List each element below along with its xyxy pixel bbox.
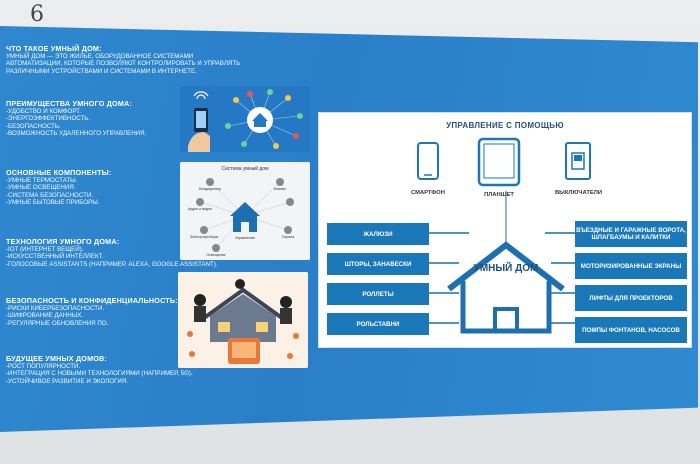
- section-title: ЧТО ТАКОЕ УМНЫЙ ДОМ:: [6, 44, 102, 53]
- section-title: БЕЗОПАСНОСТЬ И КОНФИДЕНЦИАЛЬНОСТЬ:: [6, 296, 178, 305]
- left-item-curtains: ШТОРЫ, ЗАНАВЕСКИ: [327, 253, 429, 275]
- device-smartphone: СМАРТФОН: [411, 141, 445, 196]
- components-label: Освещение: [206, 253, 225, 257]
- left-item-blinds: ЖАЛЮЗИ: [327, 223, 429, 245]
- device-tablet: ПЛАНШЕТ: [476, 137, 522, 198]
- section-line: -ВОЗМОЖНОСТЬ УДАЛЕННОГО УПРАВЛЕНИЯ.: [6, 130, 147, 138]
- smart-home-security-illustration: [178, 272, 308, 368]
- section-line: -РИСКИ КИБЕРБЕЗОПАСНОСТИ.: [6, 305, 105, 312]
- section-line: УМНЫЙ ДОМ — ЭТО ЖИЛЬЕ, ОБОРУДОВАННОЕ СИС…: [6, 53, 194, 60]
- tablet-icon: [477, 137, 521, 187]
- components-label: Охрана: [282, 235, 295, 239]
- device-label: СМАРТФОН: [411, 190, 445, 196]
- section-line: -СИСТЕМА БЕЗОПАСНОСТИ.: [6, 191, 94, 199]
- section-line: -РОСТ ПОПУЛЯРНОСТИ.: [6, 363, 81, 370]
- house-label: УМНЫЙ ДОМ: [473, 263, 539, 274]
- section-line: -ИНТЕГРАЦИЯ С НОВЫМИ ТЕХНОЛОГИЯМИ (НАПРИ…: [6, 370, 193, 378]
- section-line: -РЕГУЛЯРНЫЕ ОБНОВЛЕНИЯ ПО.: [6, 319, 109, 327]
- smart-home-network-illustration: [180, 86, 310, 152]
- section-title: ТЕХНОЛОГИЯ УМНОГО ДОМА:: [6, 237, 120, 246]
- smart-house-outline-icon: [429, 191, 575, 334]
- right-item-screens: МОТОРИЗИРОВАННЫЕ ЭКРАНЫ: [575, 253, 687, 279]
- section-title: БУДУЩЕЕ УМНЫХ ДОМОВ:: [6, 354, 108, 363]
- components-label: Управление: [235, 236, 255, 240]
- section-line: -УМНЫЕ БЫТОВЫЕ ПРИБОРЫ.: [6, 199, 100, 207]
- components-label: Электроприборы: [190, 235, 219, 239]
- device-label: ВЫКЛЮЧАТЕЛИ: [555, 190, 602, 196]
- section-line: -ЭНЕРГОЭФФЕКТИВНОСТЬ.: [6, 115, 91, 123]
- section-line: -ШИФРОВАНИЕ ДАННЫХ.: [6, 312, 84, 320]
- right-item-pumps: ПОМПЫ ФОНТАНОВ, НАСОСОВ: [575, 317, 687, 343]
- section-technology: ТЕХНОЛОГИЯ УМНОГО ДОМА: -IOT (ИНТЕРНЕТ В…: [6, 237, 276, 268]
- section-line: -УМНЫЕ ОСВЕЩЕНИЯ.: [6, 184, 76, 192]
- section-line: РАЗЛИЧНЫМИ УСТРОЙСТВАМИ И СИСТЕМАМИ В ИН…: [6, 67, 197, 75]
- components-title: Система умный дом: [221, 165, 269, 172]
- section-line: -ИСКУССТВЕННЫЙ ИНТЕЛЛЕКТ.: [6, 253, 104, 261]
- components-label: Климат: [274, 187, 287, 191]
- section-line: -УСТОЙЧИВОЕ РАЗВИТИЕ И ЭКОЛОГИЯ.: [6, 377, 129, 385]
- section-line: АВТОМАТИЗАЦИИ, КОТОРЫЕ ПОЗВОЛЯЮТ КОНТРОЛ…: [6, 60, 241, 68]
- switch-icon: [565, 142, 592, 180]
- left-item-shutters: РОЛЬСТАВНИ: [327, 313, 429, 335]
- section-what-is: ЧТО ТАКОЕ УМНЫЙ ДОМ: УМНЫЙ ДОМ — ЭТО ЖИЛ…: [6, 44, 276, 75]
- section-line: -IOT (ИНТЕРНЕТ ВЕЩЕЙ).: [6, 246, 84, 253]
- section-components: ОСНОВНЫЕ КОМПОНЕНТЫ: -УМНЫЕ ТЕРМОСТАТЫ. …: [6, 168, 276, 207]
- section-future: БУДУЩЕЕ УМНЫХ ДОМОВ: -РОСТ ПОПУЛЯРНОСТИ.…: [6, 354, 276, 385]
- section-title: ОСНОВНЫЕ КОМПОНЕНТЫ:: [6, 168, 112, 177]
- control-diagram: УПРАВЛЕНИЕ С ПОМОЩЬЮ СМАРТФОН ПЛАНШЕТ ВЫ…: [318, 112, 692, 348]
- device-switches: ВЫКЛЮЧАТЕЛИ: [555, 141, 602, 196]
- smart-home-components-illustration: Система умный дом Кондиционер Климат Ауд…: [180, 162, 310, 260]
- smartphone-icon: [416, 142, 439, 180]
- section-line: -УДОБСТВО И КОМФОРТ.: [6, 108, 81, 115]
- right-item-gates: ВЪЕЗДНЫЕ И ГАРАЖНЫЕ ВОРОТА, ШЛАГБАУМЫ И …: [575, 221, 687, 247]
- components-label: Аудио и видео: [188, 207, 212, 211]
- handwritten-page-number: 6: [30, 2, 44, 27]
- device-label: ПЛАНШЕТ: [484, 192, 514, 198]
- section-line: -БЕЗОПАСНОСТЬ.: [6, 122, 61, 130]
- section-line: -ГОЛОСОВЫЕ ASSISTANTS (НАПРИМЕР, ALEXA, …: [6, 260, 218, 268]
- section-advantages: ПРЕИМУЩЕСТВА УМНОГО ДОМА: -УДОБСТВО И КО…: [6, 99, 276, 138]
- left-item-rollers: РОЛЛЕТЫ: [327, 283, 429, 305]
- section-security: БЕЗОПАСНОСТЬ И КОНФИДЕНЦИАЛЬНОСТЬ: -РИСК…: [6, 296, 276, 327]
- right-item-projector-lifts: ЛИФТЫ ДЛЯ ПРОЕКТОРОВ: [575, 285, 687, 311]
- section-title: ПРЕИМУЩЕСТВА УМНОГО ДОМА:: [6, 99, 133, 108]
- section-line: -УМНЫЕ ТЕРМОСТАТЫ.: [6, 177, 78, 184]
- diagram-title: УПРАВЛЕНИЕ С ПОМОЩЬЮ: [446, 121, 564, 130]
- components-label: Кондиционер: [199, 187, 221, 191]
